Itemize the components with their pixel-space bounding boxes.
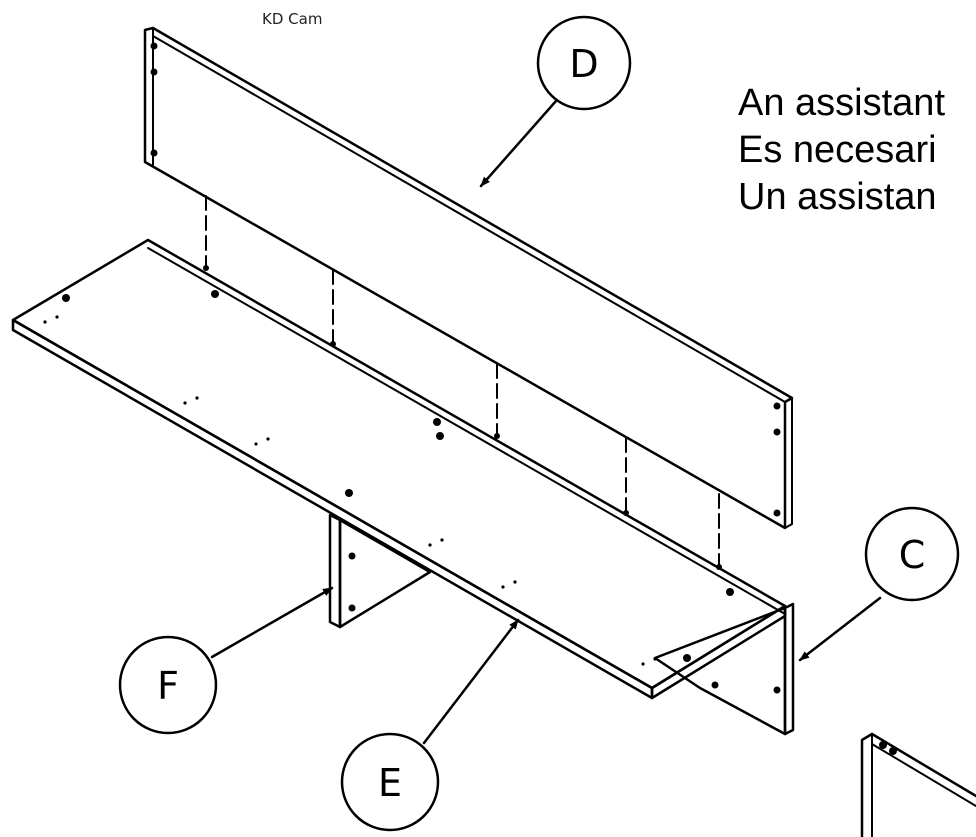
back-panel-d [143,26,794,530]
callout-d-label: D [569,42,598,86]
assistant-note-english: An assistant [738,82,945,124]
callout-d: D [479,15,632,188]
kd-cam-caption: KD Cam [262,10,323,28]
assistant-note-french: Un assistan [738,176,937,218]
callout-e-label: E [378,761,402,805]
callout-c: C [798,506,960,662]
middle-support-f [328,513,432,629]
assistant-note-spanish: Es necesari [738,129,937,171]
assembly-guide-lines [205,195,720,568]
shelf-panel-e [11,238,787,700]
callout-e: E [340,618,520,832]
callout-f: F [118,586,334,735]
callout-f-label: F [157,664,179,708]
partial-panel-corner [860,732,976,837]
callout-c-label: C [899,533,926,577]
